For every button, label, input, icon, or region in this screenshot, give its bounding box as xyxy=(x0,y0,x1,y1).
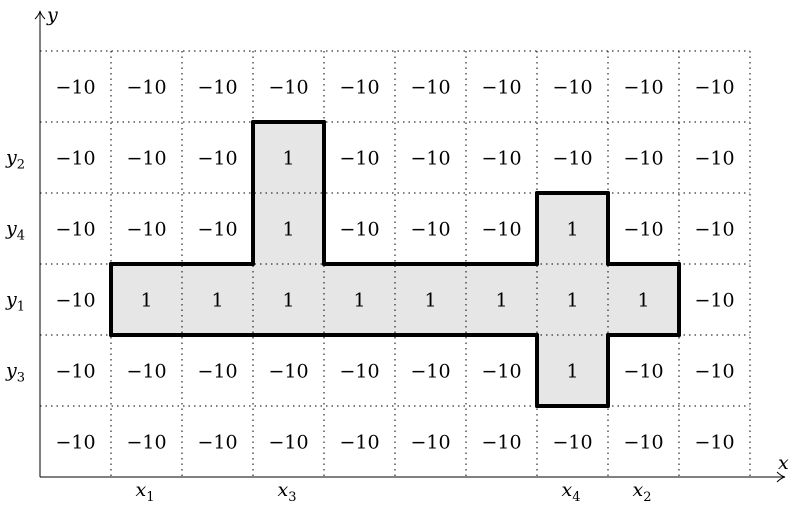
cell-value: −10 xyxy=(126,77,166,99)
highlighted-cell xyxy=(466,264,537,335)
cell-value: −10 xyxy=(268,77,308,99)
cell-value: −10 xyxy=(197,219,237,241)
column-label: x1 xyxy=(136,479,155,505)
axis-tick-labels: y2 y4 y1 y3 x1 x3 x4 x2 xyxy=(5,147,652,506)
cell-value: 1 xyxy=(495,290,507,312)
highlighted-cell xyxy=(182,264,253,335)
cell-value: −10 xyxy=(552,77,592,99)
cell-value: −10 xyxy=(55,77,95,99)
row-label: y3 xyxy=(5,360,25,386)
highlighted-cell xyxy=(537,193,608,264)
x-axis-arrow-icon xyxy=(776,471,786,483)
cell-value: −10 xyxy=(410,361,450,383)
y-axis-label: y xyxy=(46,4,58,26)
highlighted-cell xyxy=(608,264,679,335)
cell-value: −10 xyxy=(126,219,166,241)
highlighted-cell xyxy=(395,264,466,335)
axes: x y xyxy=(34,4,789,483)
cell-value: −10 xyxy=(623,77,663,99)
cell-value: −10 xyxy=(481,361,521,383)
cell-value: −10 xyxy=(339,432,379,454)
cell-value: −10 xyxy=(623,361,663,383)
cell-value: −10 xyxy=(55,148,95,170)
region-outline xyxy=(109,120,681,408)
cell-value: −10 xyxy=(339,219,379,241)
cell-value: 1 xyxy=(353,290,365,312)
cell-value: 1 xyxy=(282,148,294,170)
cell-value: −10 xyxy=(552,148,592,170)
cell-value: −10 xyxy=(55,432,95,454)
cell-value: −10 xyxy=(126,148,166,170)
cell-value: 1 xyxy=(566,219,578,241)
cell-value: −10 xyxy=(55,290,95,312)
column-label: x3 xyxy=(278,479,297,505)
cell-value: −10 xyxy=(694,290,734,312)
y-axis-arrow-icon xyxy=(34,10,46,20)
highlighted-cell xyxy=(324,264,395,335)
cell-value: 1 xyxy=(566,290,578,312)
cell-value: −10 xyxy=(623,148,663,170)
highlighted-cell xyxy=(537,264,608,335)
highlighted-cell xyxy=(253,122,324,193)
cell-value: 1 xyxy=(424,290,436,312)
cell-value: −10 xyxy=(694,77,734,99)
cell-value: −10 xyxy=(623,219,663,241)
cell-value: −10 xyxy=(339,77,379,99)
row-label: y1 xyxy=(5,289,25,315)
cell-value: −10 xyxy=(339,148,379,170)
cell-value: −10 xyxy=(55,219,95,241)
cell-value: −10 xyxy=(481,432,521,454)
cell-value: 1 xyxy=(282,219,294,241)
cell-value: 1 xyxy=(282,290,294,312)
cell-value: −10 xyxy=(623,432,663,454)
cell-value: −10 xyxy=(339,361,379,383)
cell-value: −10 xyxy=(410,219,450,241)
row-label: y4 xyxy=(5,218,25,244)
cell-values: −10 −10 −10 −10 −10 −10 −10 −10 −10 −10 −10 −10 −10 1… xyxy=(55,77,734,454)
cell-value: −10 xyxy=(55,361,95,383)
cell-value: 1 xyxy=(566,361,578,383)
cell-value: −10 xyxy=(481,148,521,170)
cell-value: −10 xyxy=(552,432,592,454)
cell-value: −10 xyxy=(694,432,734,454)
cell-value: −10 xyxy=(481,77,521,99)
cell-value: −10 xyxy=(197,148,237,170)
cell-value: −10 xyxy=(268,432,308,454)
cell-value: −10 xyxy=(694,361,734,383)
row-label: y2 xyxy=(5,147,25,173)
cell-value: −10 xyxy=(197,361,237,383)
cell-value: −10 xyxy=(410,432,450,454)
cell-value: 1 xyxy=(211,290,223,312)
highlighted-cell xyxy=(253,193,324,264)
cell-value: 1 xyxy=(637,290,649,312)
cell-value: −10 xyxy=(410,77,450,99)
column-label: x2 xyxy=(633,479,652,505)
column-label: x4 xyxy=(562,479,581,505)
cell-value: −10 xyxy=(126,432,166,454)
cell-value: −10 xyxy=(126,361,166,383)
cell-value: −10 xyxy=(694,148,734,170)
highlighted-cell xyxy=(111,264,182,335)
cell-value: −10 xyxy=(481,219,521,241)
highlighted-cell xyxy=(537,335,608,406)
highlighted-cell xyxy=(253,264,324,335)
cell-value: −10 xyxy=(410,148,450,170)
x-axis-label: x xyxy=(778,452,789,474)
cell-value: 1 xyxy=(140,290,152,312)
cell-value: −10 xyxy=(694,219,734,241)
cell-value: −10 xyxy=(197,432,237,454)
highlighted-region xyxy=(111,122,679,406)
cell-value: −10 xyxy=(197,77,237,99)
cell-value: −10 xyxy=(268,361,308,383)
